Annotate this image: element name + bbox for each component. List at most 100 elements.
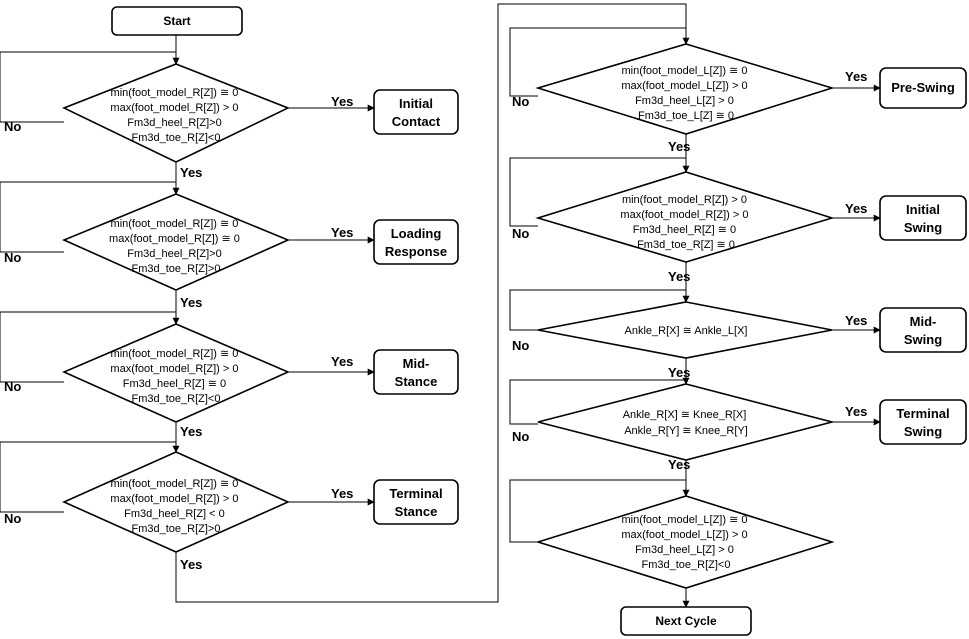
outcome-loading-response: Loading Response <box>373 219 459 265</box>
condition-line: Ankle_R[X] ≅ Ankle_L[X] <box>625 325 748 337</box>
condition-line: max(foot_model_R[Z]) > 0 <box>620 209 748 221</box>
condition-line: Fm3d_toe_R[Z]>0 <box>132 523 221 535</box>
condition-line: min(foot_model_R[Z]) ≅ 0 <box>111 348 239 360</box>
no-label: No <box>4 119 21 134</box>
condition-line: Fm3d_toe_R[Z]<0 <box>132 132 221 144</box>
svg-text:min(foot_model_L[Z]) ≅ 0: min(foot_model_L[Z]) ≅ 0 max(foot_model_… <box>621 65 750 122</box>
decision-pre-swing: min(foot_model_L[Z]) ≅ 0 max(foot_model_… <box>535 43 835 135</box>
next-cycle-label: Next Cycle <box>655 614 717 628</box>
yes-label: Yes <box>845 69 867 84</box>
condition-line: Ankle_R[Y] ≅ Knee_R[Y] <box>624 425 748 437</box>
yes-label: Yes <box>180 424 202 439</box>
no-label: No <box>512 429 529 444</box>
next-cycle-terminal: Next Cycle <box>620 606 752 636</box>
outcome-label: Loading <box>391 226 442 241</box>
svg-text:min(foot_model_R[Z]) ≅ 0: min(foot_model_R[Z]) ≅ 0 max(foot_model_… <box>110 348 241 405</box>
svg-text:min(foot_model_R[Z]) ≅ 0: min(foot_model_R[Z]) ≅ 0 max(foot_model_… <box>109 218 243 275</box>
outcome-terminal-stance: Terminal Stance <box>373 479 459 525</box>
yes-label: Yes <box>845 313 867 328</box>
condition-line: Ankle_R[X] ≅ Knee_R[X] <box>623 409 747 421</box>
yes-label: Yes <box>331 94 353 109</box>
outcome-mid-stance: Mid- Stance <box>373 349 459 395</box>
condition-line: Fm3d_heel_L[Z] > 0 <box>635 95 734 107</box>
condition-line: min(foot_model_L[Z]) ≅ 0 <box>621 514 747 526</box>
no-label: No <box>512 94 529 109</box>
svg-text:min(foot_model_R[Z]) ≅ 0: min(foot_model_R[Z]) ≅ 0 max(foot_model_… <box>110 87 241 144</box>
svg-text:min(foot_model_L[Z]) ≅ 0: min(foot_model_L[Z]) ≅ 0 max(foot_model_… <box>621 514 750 571</box>
no-label: No <box>4 379 21 394</box>
yes-label: Yes <box>180 165 202 180</box>
outcome-label: Swing <box>904 332 942 347</box>
yes-label: Yes <box>331 486 353 501</box>
decision-mid-swing: Ankle_R[X] ≅ Ankle_L[X] <box>537 301 833 359</box>
no-label: No <box>512 226 529 241</box>
outcome-label: Terminal <box>896 406 949 421</box>
start-terminal: Start <box>111 6 243 36</box>
no-label: No <box>512 338 529 353</box>
condition-line: max(foot_model_L[Z]) > 0 <box>621 529 747 541</box>
outcome-label: Stance <box>395 504 438 519</box>
no-label: No <box>4 250 21 265</box>
outcome-label: Response <box>385 244 447 259</box>
condition-line: Fm3d_heel_L[Z] > 0 <box>635 544 734 556</box>
condition-line: max(foot_model_R[Z]) > 0 <box>110 493 238 505</box>
yes-label: Yes <box>668 365 690 380</box>
svg-text:min(foot_model_R[Z]) > 0: min(foot_model_R[Z]) > 0 max(foot_model_… <box>620 194 751 251</box>
condition-line: Fm3d_heel_R[Z]>0 <box>127 117 221 129</box>
svg-text:Ankle_R[X] ≅ Knee_R[X] A: Ankle_R[X] ≅ Knee_R[X] Ankle_R[Y] ≅ Knee… <box>623 409 750 437</box>
outcome-label: Initial <box>906 202 940 217</box>
outcome-initial-contact: Initial Contact <box>373 89 459 135</box>
outcome-pre-swing: Pre-Swing <box>879 67 967 109</box>
outcome-label: Mid- <box>403 356 430 371</box>
condition-line: Fm3d_toe_R[Z] ≅ 0 <box>637 239 735 251</box>
yes-label: Yes <box>668 269 690 284</box>
outcome-label: Swing <box>904 220 942 235</box>
outcome-label: Stance <box>395 374 438 389</box>
svg-text:min(foot_model_R[Z]) ≅ 0: min(foot_model_R[Z]) ≅ 0 max(foot_model_… <box>110 478 241 535</box>
condition-line: min(foot_model_L[Z]) ≅ 0 <box>621 65 747 77</box>
outcome-label: Mid- <box>910 314 937 329</box>
yes-label: Yes <box>845 201 867 216</box>
condition-line: max(foot_model_R[Z]) ≅ 0 <box>109 233 240 245</box>
decision-terminal-stance: min(foot_model_R[Z]) ≅ 0 max(foot_model_… <box>62 451 290 553</box>
condition-line: min(foot_model_R[Z]) ≅ 0 <box>111 218 239 230</box>
decision-mid-stance: min(foot_model_R[Z]) ≅ 0 max(foot_model_… <box>62 323 290 423</box>
condition-line: min(foot_model_R[Z]) ≅ 0 <box>111 478 239 490</box>
condition-line: max(foot_model_R[Z]) > 0 <box>110 102 238 114</box>
condition-line: Fm3d_heel_R[Z] < 0 <box>124 508 225 520</box>
yes-label: Yes <box>668 139 690 154</box>
outcome-mid-swing: Mid- Swing <box>879 307 967 353</box>
outcome-label: Initial <box>399 96 433 111</box>
condition-line: min(foot_model_R[Z]) ≅ 0 <box>111 87 239 99</box>
decision-next-cycle: min(foot_model_L[Z]) ≅ 0 max(foot_model_… <box>535 495 835 589</box>
condition-line: Fm3d_toe_R[Z]<0 <box>132 393 221 405</box>
condition-line: Fm3d_heel_R[Z]>0 <box>127 248 221 260</box>
condition-line: Fm3d_toe_R[Z]>0 <box>132 263 221 275</box>
decision-terminal-swing: Ankle_R[X] ≅ Knee_R[X] Ankle_R[Y] ≅ Knee… <box>537 383 836 461</box>
yes-label: Yes <box>845 404 867 419</box>
yes-label: Yes <box>331 354 353 369</box>
outcome-label: Pre-Swing <box>891 80 955 95</box>
decision-initial-swing: min(foot_model_R[Z]) > 0 max(foot_model_… <box>535 171 835 263</box>
yes-label: Yes <box>180 557 202 572</box>
condition-line: Fm3d_heel_R[Z] ≅ 0 <box>633 224 736 236</box>
branch-labels: Yes No Yes Yes No Yes Yes No Yes Yes No … <box>4 69 867 572</box>
no-label: No <box>4 511 21 526</box>
decision-initial-contact: min(foot_model_R[Z]) ≅ 0 max(foot_model_… <box>62 63 290 163</box>
outcome-terminal-swing: Terminal Swing <box>879 399 967 445</box>
condition-line: Fm3d_heel_R[Z] ≅ 0 <box>123 378 226 390</box>
yes-label: Yes <box>331 225 353 240</box>
condition-line: min(foot_model_R[Z]) > 0 <box>622 194 747 206</box>
outcome-label: Contact <box>392 114 441 129</box>
condition-line: Fm3d_toe_R[Z]<0 <box>642 559 731 571</box>
outcome-initial-swing: Initial Swing <box>879 195 967 241</box>
decision-loading-response: min(foot_model_R[Z]) ≅ 0 max(foot_model_… <box>61 193 291 291</box>
condition-line: max(foot_model_R[Z]) > 0 <box>110 363 238 375</box>
condition-line: Fm3d_toe_L[Z] ≅ 0 <box>638 110 734 122</box>
outcome-label: Terminal <box>389 486 442 501</box>
condition-line: max(foot_model_L[Z]) > 0 <box>621 80 747 92</box>
start-label: Start <box>163 14 190 28</box>
yes-label: Yes <box>668 457 690 472</box>
yes-label: Yes <box>180 295 202 310</box>
